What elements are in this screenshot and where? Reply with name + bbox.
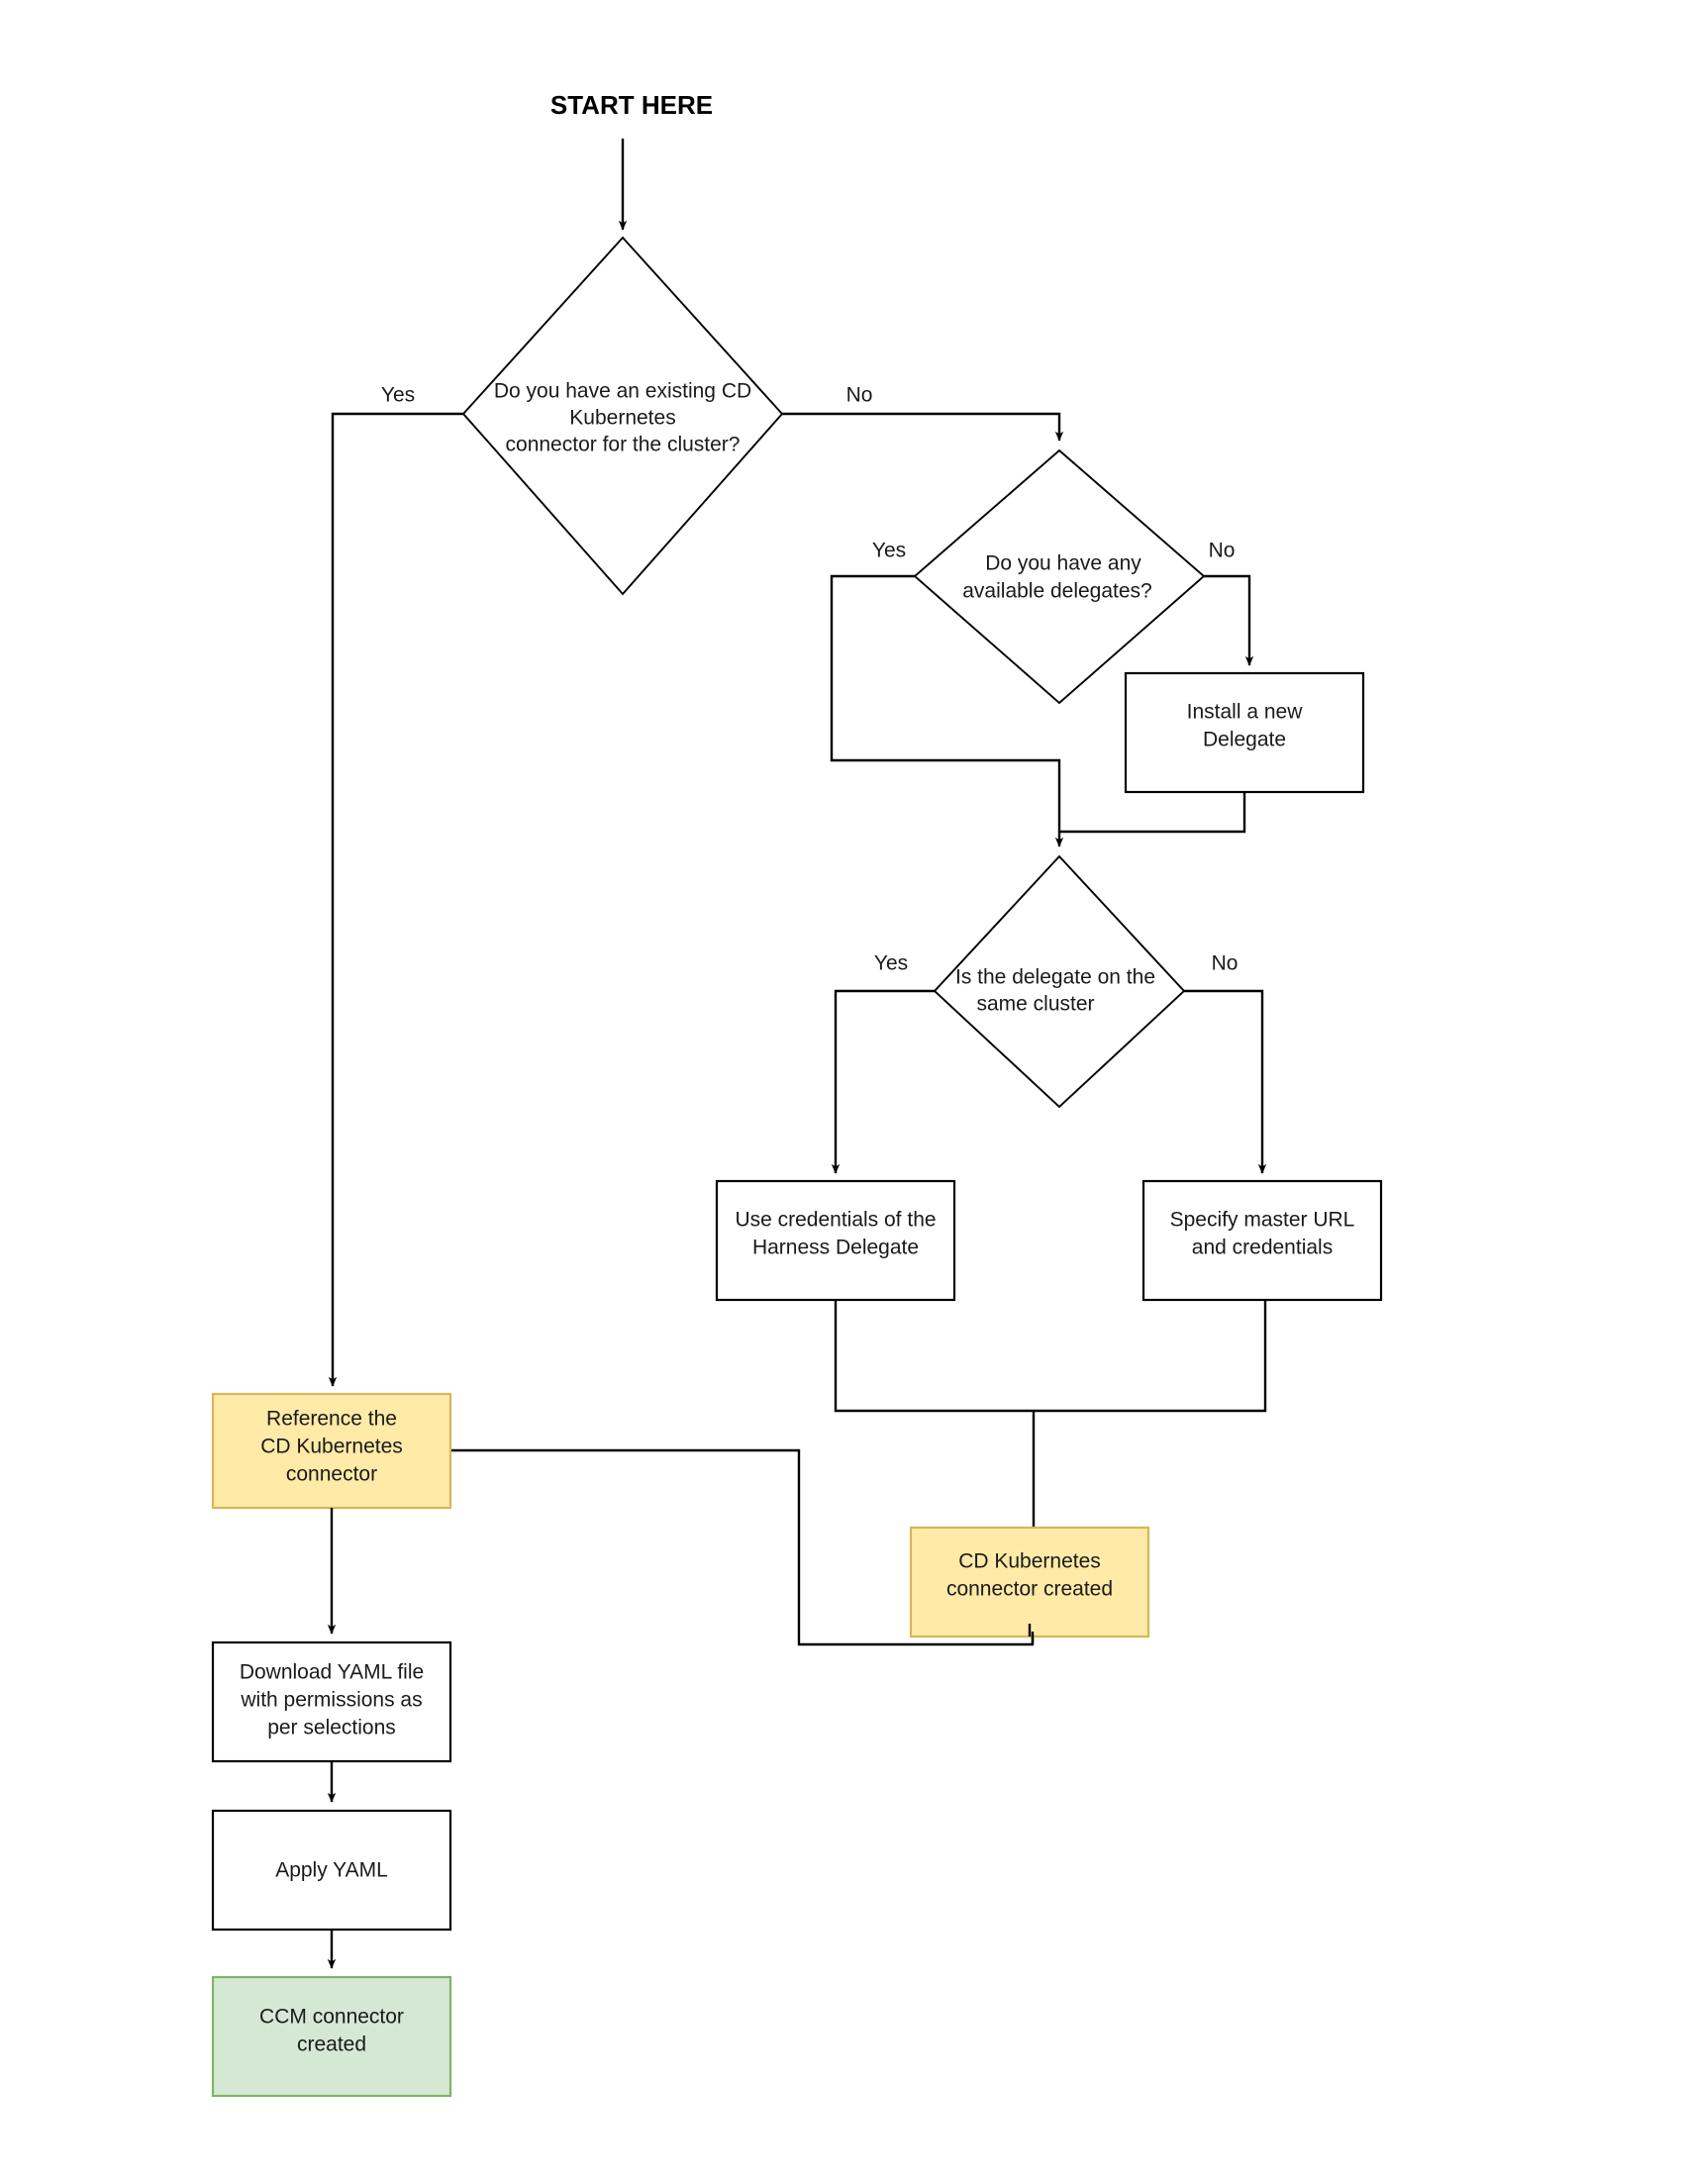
process-cd-connector-created-line2: connector created [946,1578,1113,1601]
decision-available-delegates[interactable] [913,448,1206,705]
edge-cd-created-to-reference [336,1445,1035,1646]
decision-existing-cd-connector-line3: connector for the cluster? [506,434,741,456]
process-ccm-connector-created[interactable] [211,1975,452,2098]
process-ccm-connector-created-line2: created [297,2034,366,2056]
edge-merge-creds-branches [834,1300,1267,1413]
process-reference-cd-connector-line1: Reference the [266,1408,397,1431]
decision-existing-cd-connector-line1: Do you have an existing CD [494,380,751,403]
edge-label-d1-no: No [846,384,873,407]
decision-available-delegates-line2: available delegates? [962,580,1151,603]
decision-available-delegates-line1: Do you have any [985,552,1141,575]
process-ccm-connector-created-line1: CCM connector [259,2006,404,2029]
decision-delegate-same-cluster-line2: same cluster [976,993,1094,1016]
process-reference-cd-connector-line2: CD Kubernetes [260,1436,403,1458]
process-cd-connector-created[interactable] [909,1526,1150,1638]
edge-label-d2-no: No [1209,540,1236,562]
process-download-yaml-line1: Download YAML file [240,1661,424,1684]
edge-d1-no-to-d2 [782,412,1064,442]
process-download-yaml-line3: per selections [267,1717,396,1739]
edge-d3-no-to-specify-master-url [1184,989,1267,1174]
process-install-new-delegate-line1: Install a new [1187,701,1304,724]
process-use-delegate-credentials-line2: Harness Delegate [752,1237,919,1259]
process-specify-master-url-line2: and credentials [1192,1237,1333,1259]
process-reference-cd-connector[interactable] [211,1392,452,1510]
process-reference-cd-connector-line3: connector [286,1463,377,1486]
decision-existing-cd-connector[interactable] [461,236,784,596]
edge-d1-yes-to-reference [328,412,463,1387]
edge-label-d2-yes: Yes [872,540,906,562]
process-download-yaml-line2: with permissions as [240,1689,422,1712]
process-install-new-delegate[interactable] [1124,671,1365,794]
process-apply-yaml[interactable] [211,1809,452,1932]
process-use-delegate-credentials-line1: Use credentials of the [735,1209,936,1232]
process-apply-yaml-line1: Apply YAML [275,1859,388,1882]
process-specify-master-url[interactable] [1141,1179,1383,1302]
decision-delegate-same-cluster-line1: Is the delegate on the [955,966,1155,989]
process-specify-master-url-line1: Specify master URL [1170,1209,1355,1232]
process-cd-connector-created-line1: CD Kubernetes [958,1550,1101,1573]
decision-existing-cd-connector-line2: Kubernetes [569,407,675,430]
edge-label-d3-yes: Yes [874,952,908,975]
process-use-delegate-credentials[interactable] [715,1179,956,1302]
edge-d2-yes-to-d3 [830,574,1064,847]
start-here-label: START HERE [550,90,713,120]
edge-d2-no-to-install [1204,574,1254,666]
decision-delegate-same-cluster[interactable] [933,854,1186,1109]
process-install-new-delegate-line2: Delegate [1203,729,1286,751]
edge-d3-yes-to-use-credentials [831,989,935,1174]
edge-install-to-d3-merge [1059,792,1246,834]
edge-label-d1-yes: Yes [381,384,415,407]
edge-label-d3-no: No [1212,952,1239,975]
